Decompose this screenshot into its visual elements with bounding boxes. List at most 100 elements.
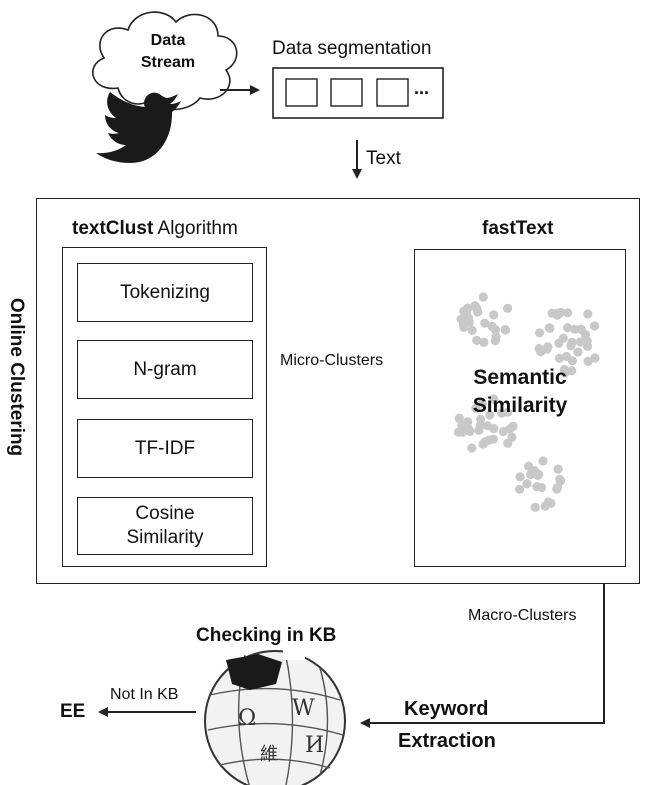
- keyword-extraction-label: Keyword Extraction: [398, 693, 496, 757]
- fasttext-box: [414, 249, 626, 567]
- step-ngram: N-gram: [77, 340, 253, 399]
- embedding-dot: [489, 394, 499, 404]
- embedding-dot: [470, 301, 480, 311]
- embedding-dot: [503, 303, 513, 313]
- embedding-dot: [501, 325, 511, 335]
- embedding-dot: [463, 303, 473, 313]
- step-tfidf: TF-IDF: [77, 419, 253, 478]
- segment-cell: [330, 78, 363, 107]
- embedding-dot: [474, 425, 484, 435]
- embedding-dot: [563, 308, 573, 318]
- embedding-dot: [543, 342, 553, 352]
- embedding-dot: [582, 336, 592, 346]
- svg-text:И: И: [305, 733, 324, 758]
- embedding-dot: [522, 479, 532, 489]
- checking-kb-label: Checking in KB: [196, 625, 337, 646]
- ee-label: EE: [60, 701, 86, 722]
- embedding-dot: [537, 482, 547, 493]
- embedding-dot: [590, 353, 600, 363]
- segment-cell: [285, 78, 318, 107]
- embedding-dot: [485, 410, 495, 420]
- embedding-dot: [573, 347, 583, 357]
- embedding-dot: [534, 344, 544, 354]
- embedding-dot: [465, 426, 475, 436]
- textclust-title-bold: textClust: [72, 218, 154, 239]
- embedding-dot: [555, 474, 565, 484]
- text-arrow-label: Text: [366, 148, 401, 169]
- data-stream-label-line2: Stream: [140, 54, 196, 71]
- embedding-dot: [526, 469, 536, 480]
- segmentation-label: Data segmentation: [272, 38, 432, 59]
- embedding-dot: [464, 315, 474, 325]
- embedding-dot: [497, 408, 507, 418]
- data-stream-label-line1: Data: [150, 32, 186, 49]
- embedding-dot: [540, 501, 550, 511]
- embedding-dot: [534, 469, 544, 479]
- svg-text:W: W: [292, 696, 315, 721]
- embedding-dot: [567, 366, 577, 376]
- arrow-macro-clusters: [360, 582, 605, 728]
- embedding-dot: [488, 434, 498, 444]
- embedding-dot: [472, 335, 482, 345]
- textclust-title: textClust Algorithm: [72, 218, 238, 240]
- not-in-kb-label: Not In KB: [110, 686, 179, 703]
- embedding-dot: [530, 502, 540, 512]
- embedding-dot: [583, 356, 593, 366]
- micro-clusters-label: Micro-Clusters: [280, 352, 384, 369]
- embedding-dot: [480, 318, 490, 328]
- embedding-dot: [479, 337, 489, 347]
- semantic-label-line2: Similarity: [472, 394, 568, 417]
- fasttext-title: fastText: [482, 218, 554, 239]
- segmentation-ellipsis: ...: [414, 78, 430, 98]
- embedding-dot: [583, 309, 593, 319]
- embedding-dot: [477, 398, 487, 408]
- embedding-dot: [547, 308, 557, 318]
- twitter-bird-icon: [96, 92, 181, 163]
- embedding-dot: [467, 325, 477, 335]
- embedding-dot: [553, 483, 563, 493]
- embedding-dot: [490, 325, 501, 335]
- wikipedia-globe-icon: Ω W И 維: [204, 650, 346, 785]
- step-cosine-similarity: Cosine Similarity: [77, 497, 253, 555]
- embedding-dot: [454, 413, 464, 423]
- embedding-dot: [515, 484, 525, 494]
- embedding-dot: [478, 292, 488, 302]
- step-tokenizing: Tokenizing: [77, 263, 253, 322]
- embedding-dot: [480, 437, 490, 447]
- embedding-dot: [476, 414, 486, 424]
- data-stream-label: Data Stream: [118, 30, 218, 74]
- embedding-dot: [503, 438, 513, 448]
- textclust-title-rest: Algorithm: [153, 218, 238, 239]
- embedding-dot: [570, 324, 580, 334]
- embedding-dot: [467, 443, 477, 453]
- embedding-dot: [453, 427, 464, 437]
- keyword-extraction-line2: Extraction: [398, 730, 496, 752]
- embedding-dot: [556, 308, 566, 318]
- svg-text:Ω: Ω: [238, 706, 256, 731]
- embedding-dot: [544, 323, 554, 333]
- embedding-dot: [471, 403, 481, 413]
- embedding-dot: [558, 333, 568, 343]
- semantic-label-line1: Semantic: [473, 366, 567, 389]
- embedding-dot: [575, 337, 586, 347]
- embedding-dot: [554, 353, 565, 363]
- embedding-dot: [535, 328, 545, 338]
- embedding-dot: [567, 356, 578, 366]
- macro-clusters-label: Macro-Clusters: [468, 607, 577, 624]
- embedding-dot: [562, 323, 573, 333]
- embedding-dot: [491, 332, 501, 342]
- embedding-dot: [515, 472, 525, 482]
- embedding-dot: [567, 337, 577, 347]
- svg-text:維: 維: [260, 744, 278, 765]
- embedding-dot: [457, 420, 467, 430]
- embedding-dot: [590, 321, 600, 331]
- embedding-dot: [489, 310, 499, 320]
- embedding-dot: [489, 424, 499, 434]
- embedding-dot: [538, 456, 548, 466]
- keyword-extraction-line1: Keyword: [404, 698, 489, 720]
- embedding-dot: [505, 424, 515, 434]
- embedding-dot: [553, 464, 563, 474]
- embedding-dot: [560, 368, 570, 378]
